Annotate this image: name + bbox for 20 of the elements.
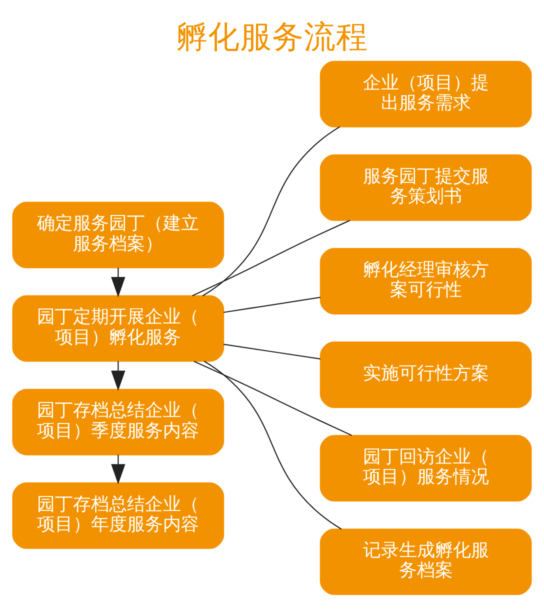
- node-box: 园丁回访企业（项目）服务情况: [320, 434, 532, 502]
- connector: [192, 219, 350, 296]
- connector: [194, 360, 352, 436]
- connector: [223, 296, 320, 312]
- node-box: 实施可行性方案: [320, 341, 532, 408]
- arrow: [111, 360, 126, 390]
- arrow: [111, 454, 126, 484]
- connector: [223, 343, 320, 360]
- node-box: 记录生成孵化服务档案: [320, 528, 532, 595]
- arrow: [111, 267, 126, 297]
- node-box: 园丁定期开展企业（项目）孵化服务: [12, 294, 224, 362]
- node-box: 园丁存档总结企业（项目）季度服务内容: [12, 388, 224, 455]
- node-box: 园丁存档总结企业（项目）年度服务内容: [12, 482, 224, 548]
- connector: [204, 360, 342, 530]
- diagram-title: 孵化服务流程: [176, 18, 368, 55]
- node-box: 孵化经理审核方案可行性: [320, 247, 532, 314]
- node-box: 确定服务园丁（建立服务档案）: [12, 201, 224, 268]
- node-box: 服务园丁提交服务策划书: [320, 154, 532, 220]
- node-box: 企业（项目）提出服务需求: [320, 60, 532, 127]
- connector: [202, 126, 340, 296]
